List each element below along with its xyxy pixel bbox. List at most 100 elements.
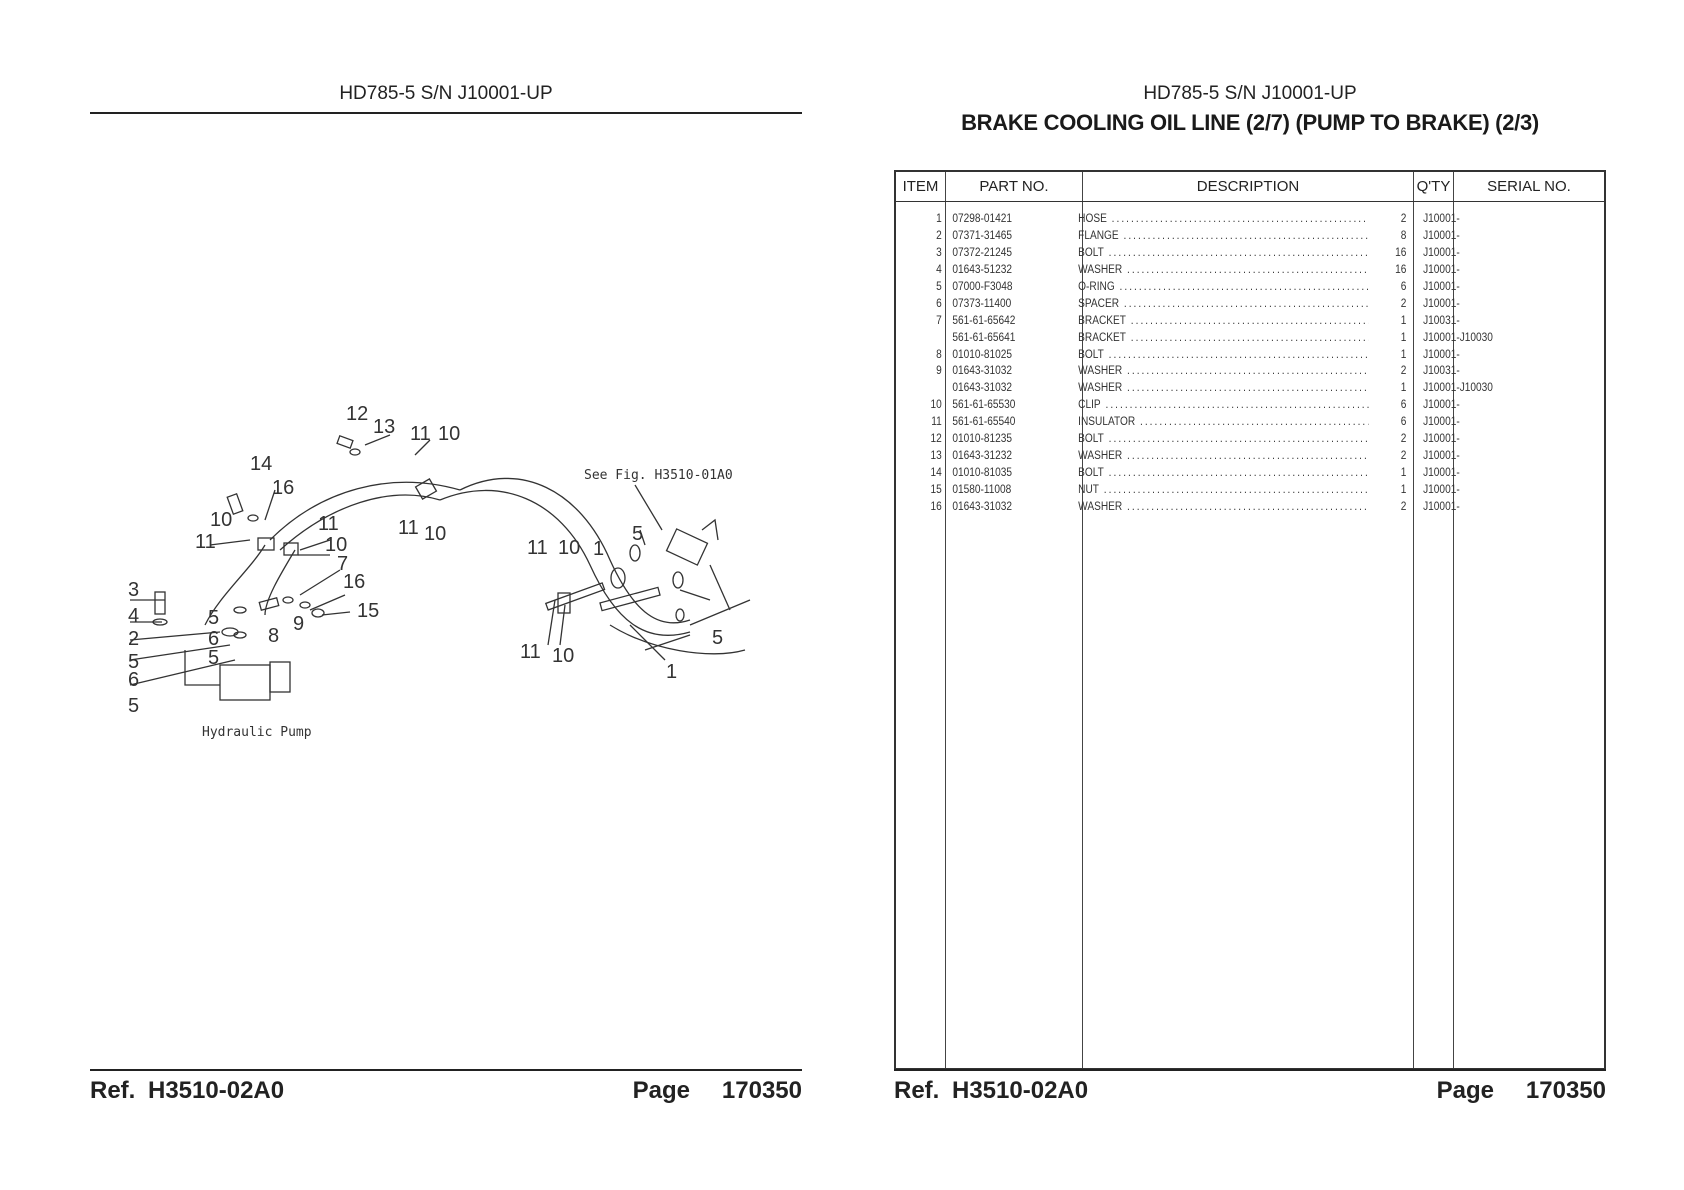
hose-lower: [609, 624, 746, 655]
svg-text:16: 16: [272, 477, 294, 499]
svg-text:5: 5: [208, 647, 219, 669]
footer-divider: [90, 1069, 802, 1071]
qty-cell: 2: [1400, 297, 1407, 310]
description-cell: SPACER .................................…: [1078, 297, 1368, 310]
part-no-cell: 01643-31232: [952, 450, 1012, 463]
part-no-cell: 01643-51232: [952, 263, 1012, 276]
page-label: Page: [632, 1077, 690, 1104]
footer: Ref. H3510-02A0 Page 170350: [90, 1077, 802, 1107]
header-part-no: PART NO.: [979, 178, 1049, 195]
svg-text:3: 3: [128, 579, 139, 601]
description-cell: CLIP ...................................…: [1078, 399, 1369, 412]
svg-text:1: 1: [593, 538, 604, 560]
qty-cell: 1: [1400, 484, 1407, 496]
svg-text:11: 11: [520, 641, 541, 663]
item-cell: 15: [930, 484, 942, 496]
part-no-cell: 01643-31032: [952, 365, 1012, 378]
description-cell: WASHER .................................…: [1078, 263, 1369, 276]
item-cell: 5: [936, 280, 942, 293]
page-number: 170350: [1525, 1077, 1606, 1104]
description-cell: WASHER .................................…: [1078, 450, 1369, 463]
svg-text:6: 6: [128, 669, 139, 691]
part-no-cell: 561-61-65540: [952, 416, 1016, 429]
item-cell: 4: [936, 263, 942, 276]
svg-text:10: 10: [210, 509, 232, 531]
qty-cell: 1: [1400, 382, 1407, 395]
svg-text:11: 11: [527, 537, 548, 559]
svg-text:11: 11: [195, 531, 216, 553]
item-cell: 10: [930, 399, 942, 412]
hose-upper: [269, 481, 461, 541]
ref-value: H3510-02A0: [148, 1077, 285, 1104]
table-row: 10 561-61-65530 CLIP .....................…: [896, 398, 1604, 415]
qty-cell: 8: [1400, 229, 1407, 242]
qty-cell: 16: [1395, 246, 1407, 259]
svg-text:10: 10: [424, 523, 446, 545]
ref-label: Ref.: [90, 1077, 136, 1104]
qty-cell: 6: [1400, 280, 1407, 293]
svg-text:1: 1: [666, 661, 677, 683]
svg-text:5: 5: [712, 627, 723, 649]
description-cell: WASHER .................................…: [1078, 365, 1369, 378]
qty-cell: 2: [1400, 433, 1407, 446]
serial-cell: J10001-J10030: [1423, 382, 1493, 395]
ref-value: H3510-02A0: [952, 1077, 1089, 1104]
part-no-cell: 07373-11400: [952, 297, 1012, 310]
svg-text:5: 5: [208, 607, 219, 629]
svg-text:Hydraulic Pump: Hydraulic Pump: [202, 725, 312, 740]
svg-text:15: 15: [357, 600, 379, 622]
description-cell: O-RING .................................…: [1078, 280, 1369, 293]
qty-cell: 2: [1400, 450, 1407, 463]
svg-text:10: 10: [558, 537, 580, 559]
qty-cell: 16: [1395, 263, 1407, 276]
parts-table: ITEM PART NO. DESCRIPTION Q'TY SERIAL NO…: [894, 170, 1606, 1070]
part-no-cell: 01010-81035: [952, 467, 1012, 480]
hose-main: [459, 477, 691, 624]
serial-cell: J10001-: [1423, 348, 1460, 361]
svg-text:2: 2: [128, 628, 139, 650]
svg-text:13: 13: [373, 416, 395, 438]
serial-cell: J10031-: [1423, 365, 1460, 378]
serial-cell: J10001-: [1423, 280, 1460, 293]
header-divider: [90, 112, 802, 114]
footer: Ref. H3510-02A0 Page 170350: [894, 1077, 1606, 1107]
description-cell: BOLT ...................................…: [1078, 348, 1368, 361]
model-header: HD785-5 S/N J10001-UP: [1143, 83, 1357, 104]
table-row: 4 01643-51232 WASHER .....................…: [896, 263, 1604, 280]
serial-cell: J10001-: [1423, 229, 1460, 242]
item-cell: 3: [936, 246, 942, 259]
qty-cell: 1: [1400, 314, 1407, 327]
svg-text:7: 7: [337, 553, 348, 575]
svg-text:12: 12: [346, 403, 368, 425]
item-cell: 2: [936, 229, 942, 242]
item-cell: 9: [936, 365, 942, 378]
description-cell: BOLT ...................................…: [1078, 467, 1368, 480]
serial-cell: J10001-: [1423, 450, 1460, 463]
description-cell: WASHER .................................…: [1078, 382, 1369, 395]
item-cell: 1: [936, 213, 942, 225]
part-no-cell: 561-61-65530: [952, 399, 1016, 412]
description-cell: FLANGE .................................…: [1078, 229, 1368, 242]
table-header: ITEM PART NO. DESCRIPTION Q'TY SERIAL NO…: [896, 172, 1604, 202]
part-no-cell: 01643-31032: [952, 382, 1012, 395]
hose-upper-edge: [279, 494, 441, 551]
serial-cell: J10001-: [1423, 484, 1460, 496]
svg-text:5: 5: [632, 523, 643, 545]
footer-divider: [894, 1069, 1606, 1071]
hose-left-down2: [264, 549, 296, 616]
svg-text:5: 5: [128, 695, 139, 717]
serial-cell: J10001-J10030: [1423, 331, 1493, 344]
qty-cell: 2: [1400, 365, 1407, 378]
qty-cell: 1: [1400, 348, 1407, 361]
table-row: 01643-31032 WASHER ......................…: [896, 381, 1604, 398]
